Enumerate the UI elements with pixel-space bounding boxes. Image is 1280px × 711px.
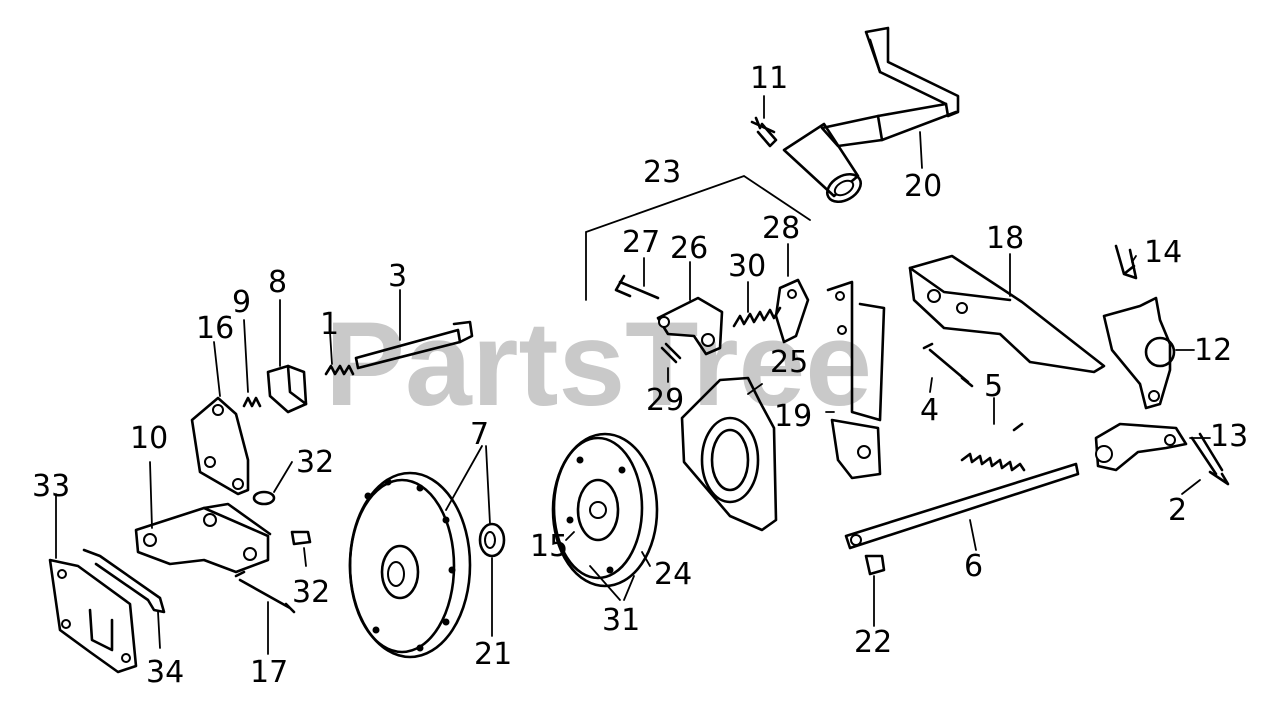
part-bracket-19 bbox=[826, 280, 886, 480]
part-bushing-21 bbox=[478, 522, 506, 558]
part-bolt-17 bbox=[234, 570, 296, 614]
label-3: 3 bbox=[388, 259, 407, 294]
label-1: 1 bbox=[320, 307, 339, 342]
watermark: PartsTree bbox=[325, 297, 872, 431]
part-spring-9 bbox=[242, 396, 262, 408]
part-spacer-32a bbox=[252, 490, 276, 506]
part-bolt-3 bbox=[354, 320, 474, 370]
part-spacer-32b bbox=[290, 530, 312, 546]
part-plate-18 bbox=[908, 254, 1106, 374]
part-spring-30 bbox=[732, 306, 782, 328]
leader-lines bbox=[55, 95, 1211, 655]
label-6: 6 bbox=[964, 549, 983, 584]
part-bolt-27 bbox=[614, 274, 660, 300]
label-32-top: 32 bbox=[296, 445, 334, 480]
label-34: 34 bbox=[146, 655, 184, 690]
part-bracket-8 bbox=[266, 364, 308, 414]
label-16: 16 bbox=[196, 311, 234, 346]
label-31: 31 bbox=[602, 603, 640, 638]
label-20: 20 bbox=[904, 169, 942, 204]
label-2: 2 bbox=[1168, 493, 1187, 528]
label-29: 29 bbox=[646, 383, 684, 418]
part-clip-28 bbox=[774, 278, 810, 344]
label-9: 9 bbox=[232, 285, 251, 320]
part-rocker-12 bbox=[1102, 296, 1176, 410]
label-11: 11 bbox=[750, 61, 788, 96]
part-spring-5 bbox=[960, 422, 1026, 472]
label-33: 33 bbox=[32, 469, 70, 504]
part-link-10 bbox=[134, 502, 272, 574]
group-bracket-23 bbox=[585, 175, 811, 301]
part-arm-13 bbox=[1094, 422, 1188, 472]
part-flywheel-7 bbox=[348, 471, 472, 659]
label-26: 26 bbox=[670, 231, 708, 266]
label-28: 28 bbox=[762, 211, 800, 246]
label-19: 19 bbox=[774, 399, 812, 434]
part-plate-33 bbox=[48, 558, 138, 674]
label-7: 7 bbox=[470, 417, 489, 452]
label-10: 10 bbox=[130, 421, 168, 456]
label-25: 25 bbox=[770, 345, 808, 380]
label-17: 17 bbox=[250, 655, 288, 690]
part-spring-1 bbox=[324, 364, 355, 376]
part-rod-6 bbox=[844, 462, 1080, 550]
part-bolt-2 bbox=[1190, 432, 1230, 486]
part-plate-16 bbox=[190, 396, 250, 496]
label-32-bottom: 32 bbox=[292, 575, 330, 610]
label-22: 22 bbox=[854, 625, 892, 660]
part-pin-29 bbox=[660, 342, 682, 364]
part-bracket-26 bbox=[656, 296, 724, 356]
label-12: 12 bbox=[1194, 333, 1232, 368]
part-clutch-disc bbox=[551, 432, 659, 588]
part-crank-lever bbox=[782, 26, 960, 204]
label-18: 18 bbox=[986, 221, 1024, 256]
label-24: 24 bbox=[654, 557, 692, 592]
part-pin-4 bbox=[922, 342, 974, 388]
label-4: 4 bbox=[920, 393, 939, 428]
label-23: 23 bbox=[643, 155, 681, 190]
label-27: 27 bbox=[622, 225, 660, 260]
part-small-screw bbox=[750, 116, 778, 148]
part-fitting-22 bbox=[864, 554, 886, 576]
label-5: 5 bbox=[984, 369, 1003, 404]
label-8: 8 bbox=[268, 265, 287, 300]
label-15: 15 bbox=[530, 529, 568, 564]
label-13: 13 bbox=[1210, 419, 1248, 454]
label-14: 14 bbox=[1144, 235, 1182, 270]
label-21: 21 bbox=[474, 637, 512, 672]
part-clip-14 bbox=[1114, 244, 1138, 280]
label-30: 30 bbox=[728, 249, 766, 284]
part-gasket-34 bbox=[82, 548, 166, 614]
callout-labels: 11 20 23 27 26 30 28 18 14 12 9 8 3 16 1… bbox=[32, 61, 1248, 690]
